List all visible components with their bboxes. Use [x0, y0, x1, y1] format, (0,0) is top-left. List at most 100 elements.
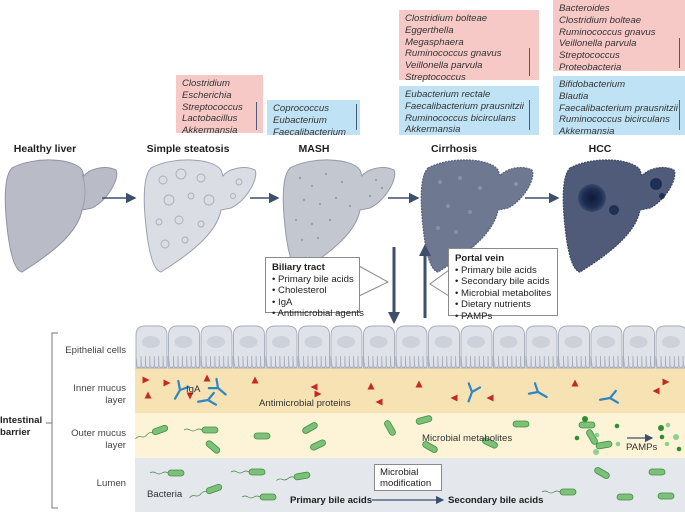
- modification-label: Microbial modification: [380, 467, 432, 489]
- bacterium-icon: [189, 483, 223, 499]
- antimicrobial-protein-icon: [142, 376, 150, 384]
- taxon: Akkermansia: [559, 126, 615, 138]
- antimicrobial-protein-icon: [571, 379, 579, 387]
- pamp-dot: [676, 446, 682, 452]
- nucleus: [467, 336, 485, 348]
- mash-decreased-taxa: Coprococcus Eubacterium Faecalibacterium: [267, 100, 360, 138]
- bacterium-icon: [657, 492, 675, 500]
- pamp-dot: [594, 432, 600, 438]
- pamp-dot: [664, 441, 670, 447]
- liver-steatosis: [143, 159, 257, 273]
- bacterium-icon: [482, 437, 498, 449]
- bacterium-icon: [616, 493, 634, 501]
- decrease-arrow-icon: [529, 100, 530, 130]
- iga-icon: [599, 389, 620, 404]
- microbial-metabolites-label: Microbial metabolites: [422, 433, 513, 444]
- biliary-title: Biliary tract: [272, 262, 325, 273]
- antimicrobial-protein-icon: [203, 374, 211, 382]
- steatosis-increased-taxa: Clostridium Escherichia Streptococcus La…: [176, 75, 263, 136]
- nucleus: [207, 336, 225, 348]
- microvilli: [460, 355, 493, 368]
- nucleus: [369, 336, 388, 348]
- increase-arrow-icon: [256, 102, 257, 130]
- microbial-modification-box: Microbial modification: [374, 464, 442, 491]
- microvilli: [135, 355, 168, 368]
- nucleus: [337, 336, 355, 348]
- biliary-item: Primary bile acids: [272, 274, 354, 286]
- taxon: Escherichia: [182, 89, 232, 101]
- layer-label-outer-mucus: Outer mucus layer: [71, 428, 126, 451]
- inner-mucus-layer: [135, 368, 685, 413]
- bacteria-group: [135, 415, 675, 501]
- layer-label-epithelial: Epithelial cells: [65, 345, 126, 356]
- taxon: Bacteroides: [559, 3, 610, 14]
- microvilli: [233, 355, 266, 368]
- bacterium-icon: [595, 440, 613, 450]
- bacterium-icon: [586, 429, 598, 445]
- bacterium-icon: [276, 471, 311, 481]
- portal-title: Portal vein: [455, 253, 505, 264]
- microvilli: [493, 355, 526, 368]
- pamp-dot: [582, 416, 588, 422]
- antimicrobial-protein-icon: [450, 394, 458, 402]
- taxon: Ruminococcus bicirculans: [405, 112, 516, 124]
- antimicrobial-protein-icon: [314, 390, 322, 398]
- antimicrobial-protein-icon: [144, 391, 152, 399]
- nucleus: [597, 336, 615, 348]
- pamps-particles: [574, 416, 682, 455]
- hcc-increased-taxa: Bacteroides Clostridium bolteae Ruminoco…: [553, 0, 685, 73]
- increase-arrow-icon: [529, 48, 530, 76]
- bacterium-icon: [253, 432, 271, 440]
- taxon: Faecalibacterium prausnitzii: [405, 100, 524, 112]
- bacterium-icon: [310, 439, 326, 451]
- taxon: Faecalibacterium: [273, 126, 347, 138]
- bacterium-icon: [302, 422, 318, 434]
- biliary-item: Antimicrobial agents: [272, 308, 364, 320]
- taxon: Clostridium bolteae: [559, 14, 642, 26]
- portal-vein-callout: Portal vein Primary bile acids Secondary…: [448, 248, 558, 322]
- microvilli: [590, 355, 623, 368]
- taxon: Streptococcus: [405, 71, 466, 83]
- decrease-arrow-icon: [356, 104, 357, 130]
- taxon: Eubacterium: [273, 114, 327, 126]
- biliary-item: IgA: [272, 297, 353, 309]
- taxon: Megasphaera: [405, 36, 464, 48]
- cirrhosis-increased-taxa: Clostridium bolteae Eggerthella Megaspha…: [399, 10, 539, 83]
- antimicrobial-protein-icon: [251, 376, 259, 384]
- antimicrobial-protein-icon: [186, 392, 194, 400]
- portal-item: Microbial metabolites: [455, 288, 551, 300]
- nucleus: [304, 336, 323, 348]
- pamp-dot: [593, 449, 599, 455]
- increase-arrow-icon: [679, 38, 680, 68]
- antimicrobial-protein-icon: [375, 398, 383, 406]
- taxon: Proteobacteria: [559, 61, 622, 73]
- iga-icon: [197, 391, 218, 406]
- antimicrobial-proteins-label: Antimicrobial proteins: [259, 398, 351, 409]
- liver-healthy: [4, 159, 118, 273]
- epithelial-cells: [135, 325, 685, 369]
- stage-label-healthy: Healthy liver: [13, 143, 77, 155]
- nucleus: [174, 336, 193, 348]
- antimicrobial-protein-icon: [163, 379, 171, 387]
- bacterium-icon: [541, 488, 577, 496]
- microvilli: [623, 355, 656, 368]
- portal-item: Dietary nutrients: [455, 299, 551, 311]
- taxon: Faecalibacterium prausnitzii: [559, 102, 678, 114]
- taxon: Coprococcus: [273, 103, 329, 114]
- microvilli: [525, 355, 558, 368]
- portal-item: Secondary bile acids: [455, 276, 551, 288]
- portal-item: PAMPs: [455, 311, 551, 323]
- iga-icon: [467, 382, 482, 403]
- microvilli: [655, 355, 685, 368]
- iga-antibodies: [173, 377, 620, 406]
- bacterium-icon: [149, 469, 185, 477]
- taxon: Veillonella parvula: [405, 60, 483, 72]
- portal-item: Primary bile acids: [455, 265, 551, 277]
- decrease-arrow-icon: [679, 100, 680, 130]
- taxon: Lactobacillus: [182, 113, 238, 125]
- pamp-dot: [614, 423, 620, 429]
- bacterium-icon: [135, 424, 169, 440]
- microvilli: [265, 355, 298, 368]
- nucleus: [662, 336, 680, 348]
